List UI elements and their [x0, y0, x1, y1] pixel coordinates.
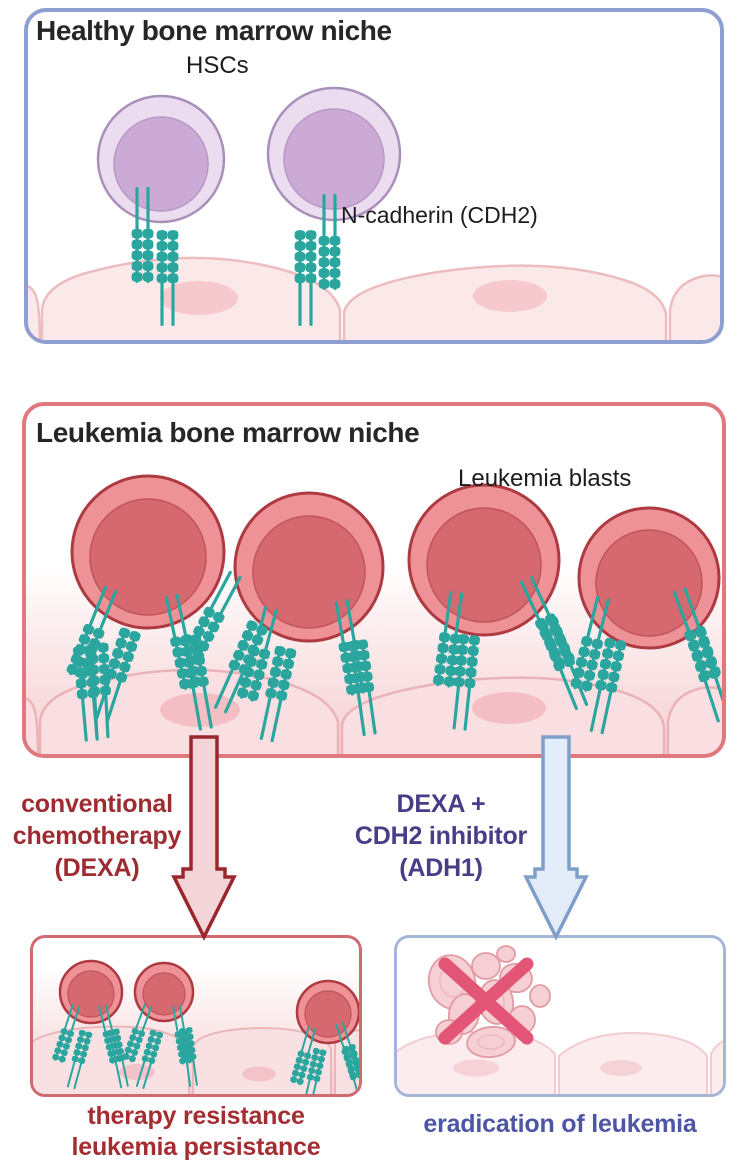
therapy-resistance-caption: therapy resistance leukemia persistance [22, 1101, 370, 1163]
resistance-caption-line2: leukemia persistance [71, 1133, 321, 1161]
inhibitor-arrow-icon [523, 735, 589, 941]
healthy-panel-title: Healthy bone marrow niche [36, 15, 392, 46]
stromal-cell-layer [28, 256, 720, 340]
leukemia-blasts-label: Leukemia blasts [458, 465, 632, 492]
leukemia-blast-icon [58, 959, 124, 1025]
therapy-resistance-panel [30, 935, 362, 1097]
leukemia-blast-icon [233, 491, 385, 643]
leukemia-niche-panel [22, 402, 726, 758]
x-cross-icon [438, 957, 534, 1045]
stromal-nuclei [160, 692, 546, 727]
leukemia-niche-illustration [26, 474, 722, 754]
inhibitor-label-line1: DEXA + [396, 790, 486, 818]
chemotherapy-label-line2: chemotherapy [12, 822, 182, 850]
n-cadherin-label: N-cadherin (CDH2) [341, 202, 538, 228]
leukemia-blast-icon [577, 506, 721, 650]
chemotherapy-arrow-label: conventional chemotherapy (DEXA) [2, 788, 192, 884]
hscs-label: HSCs [186, 52, 249, 79]
hsc-cell-icon [266, 86, 402, 222]
leukemia-blast-icon [295, 979, 359, 1045]
leukemia-blast-icon [133, 961, 195, 1023]
leukemia-panel-title: Leukemia bone marrow niche [36, 417, 420, 448]
healthy-niche-panel [24, 8, 724, 344]
stromal-nuclei [453, 1059, 642, 1077]
eradication-illustration [397, 945, 723, 1094]
chemotherapy-label-line3: (DEXA) [54, 854, 140, 882]
chemotherapy-arrow-icon [171, 735, 237, 941]
inhibitor-label-line2: CDH2 inhibitor [354, 822, 528, 850]
healthy-niche-illustration [28, 86, 720, 340]
leukemia-blast-icon [407, 483, 561, 637]
chemotherapy-label-line1: conventional [21, 790, 173, 818]
resistance-caption-line1: therapy resistance [87, 1102, 305, 1130]
stromal-nuclei [160, 280, 547, 315]
hsc-cell-icon [96, 94, 226, 224]
eradication-panel [394, 935, 726, 1097]
stromal-nuclei [119, 1064, 276, 1082]
stromal-cell-layer [26, 668, 722, 754]
inhibitor-label-line3: (ADH1) [399, 854, 483, 882]
therapy-resistance-illustration [33, 959, 359, 1094]
inhibitor-arrow-label: DEXA + CDH2 inhibitor (ADH1) [346, 788, 536, 884]
eradication-caption: eradication of leukemia [423, 1110, 697, 1138]
leukemia-blast-icon [70, 474, 226, 630]
